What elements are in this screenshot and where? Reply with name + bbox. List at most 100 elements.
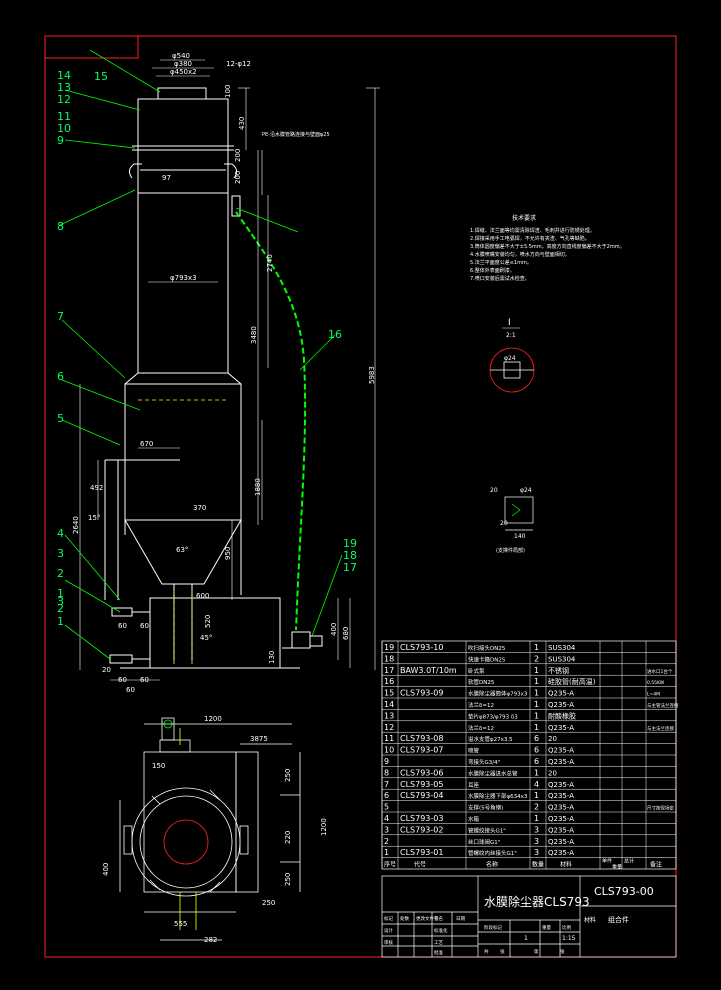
part-no: 11 bbox=[57, 110, 71, 123]
parts-cell-qty: 1 bbox=[534, 643, 539, 652]
part-no: 19 bbox=[343, 537, 357, 550]
parts-cell-material: Q235-A bbox=[548, 849, 574, 857]
bracket-dim: 140 bbox=[514, 533, 526, 540]
title-block-text: 水膜除尘器CLS793 CLS793-00 组合件 材料 1:15 1 bbox=[484, 885, 654, 942]
parts-cell-code: CLS793-09 bbox=[400, 689, 443, 698]
part-numbers-right: 15 16 19 18 17 bbox=[94, 70, 357, 574]
grid-label: 处数 bbox=[400, 915, 409, 922]
parts-cell-material: Q235-A bbox=[548, 747, 574, 755]
parts-cell-note: 尺寸按现场定 bbox=[647, 805, 674, 812]
grid-label: 标准化 bbox=[434, 927, 448, 934]
parts-cell-name: 水箱 bbox=[468, 815, 480, 823]
parts-cell-no: 10 bbox=[384, 746, 394, 755]
parts-cell-code: CLS793-07 bbox=[400, 746, 443, 755]
parts-cell-name: 支撑(5号角钢) bbox=[468, 804, 503, 812]
parts-cell-no: 18 bbox=[384, 654, 394, 663]
tech-line: 4.水膜喷嘴安装均匀，喷水方向与壁面相切。 bbox=[470, 251, 570, 258]
dim-label: 1880 bbox=[254, 478, 262, 496]
parts-cell-note: 0.55KW bbox=[647, 680, 665, 686]
plan-dim: 282 bbox=[204, 936, 217, 944]
detail-label: I bbox=[508, 318, 511, 328]
parts-cell-no: 19 bbox=[384, 643, 394, 652]
parts-cell-note: 与主管法兰连接 bbox=[647, 702, 679, 709]
parts-cell-no: 5 bbox=[384, 803, 389, 812]
part-no: 17 bbox=[343, 561, 357, 574]
parts-cell-name: 溢水支管φ27x3.5 bbox=[468, 735, 513, 743]
parts-cell-name: 管螺纹接头G1" bbox=[468, 826, 506, 834]
plan-dim: 555 bbox=[174, 920, 187, 928]
part-no: 6 bbox=[57, 370, 64, 383]
dim-label: φ793x3 bbox=[170, 274, 197, 282]
parts-cell-qty: 1 bbox=[534, 666, 539, 675]
parts-cell-qty: 2 bbox=[534, 654, 539, 663]
parts-cell-name: 管螺纹内丝接头G1" bbox=[468, 849, 517, 857]
vertical-dimensions: 100 430 200 200 2740 3480 5983 1880 2640… bbox=[72, 85, 376, 664]
plan-dim: 400 bbox=[102, 863, 110, 876]
tech-line: 2.焊接采用手工电弧焊，不允许有夹渣、气孔等缺陷。 bbox=[470, 235, 590, 242]
parts-cell-qty: 3 bbox=[534, 825, 539, 834]
parts-cell-no: 3 bbox=[384, 825, 389, 834]
parts-cell-no: 17 bbox=[384, 666, 394, 675]
inline-dimensions: φ793x3 63° 45° 670 370 492 15° bbox=[88, 274, 212, 642]
part-numbers-left: 14 13 12 11 10 9 8 7 6 5 4 3 2 1 3 2 1 bbox=[57, 69, 71, 628]
drawing-number: CLS793-00 bbox=[594, 885, 654, 898]
parts-cell-material: 不锈钢 bbox=[548, 666, 569, 675]
part-no: 18 bbox=[343, 549, 357, 562]
pipe-note: PE-沿水膜管路连接与壁面φ25 bbox=[262, 131, 330, 138]
bracket-dim: 20 bbox=[490, 487, 498, 494]
parts-cell-material: Q235-A bbox=[548, 815, 574, 823]
dim-label: 370 bbox=[193, 504, 206, 512]
parts-cell-material: Q235-A bbox=[548, 724, 574, 732]
parts-cell-qty: 1 bbox=[534, 711, 539, 720]
dim-label: 5983 bbox=[368, 366, 376, 384]
part-no: 1 bbox=[57, 615, 64, 628]
parts-header-name: 名称 bbox=[486, 861, 498, 869]
part-no: 15 bbox=[94, 70, 108, 83]
dim-label: 520 bbox=[204, 615, 212, 628]
parts-cell-qty: 1 bbox=[534, 700, 539, 709]
dim-label: 60 bbox=[126, 686, 135, 694]
parts-cell-material: 20 bbox=[548, 735, 557, 743]
grid-label: 比例 bbox=[562, 924, 571, 931]
part-no: 7 bbox=[57, 310, 64, 323]
parts-cell-material: Q235-A bbox=[548, 804, 574, 812]
grid-label: 设计 bbox=[384, 927, 393, 934]
part-no: 14 bbox=[57, 69, 71, 82]
part-no: 1 bbox=[57, 587, 64, 600]
parts-cell-no: 9 bbox=[384, 757, 389, 766]
bracket-dim: φ24 bbox=[520, 487, 532, 494]
parts-cell-name: 耳座 bbox=[468, 781, 480, 789]
parts-cell-name: 水膜除尘器筒体φ793x3 bbox=[468, 690, 528, 698]
parts-header-material: 材料 bbox=[560, 861, 572, 869]
sheet: 1 bbox=[524, 935, 528, 942]
tech-title: 技术要求 bbox=[512, 214, 536, 222]
parts-cell-name: 软管DN25 bbox=[468, 678, 495, 686]
parts-cell-material: SUS304 bbox=[548, 644, 576, 652]
parts-cell-qty: 1 bbox=[534, 768, 539, 777]
hose-line bbox=[235, 211, 307, 631]
grid-label: 签名 bbox=[434, 915, 443, 922]
tech-line: 5.法兰平面度公差≤1mm。 bbox=[470, 259, 532, 266]
parts-cell-qty: 6 bbox=[534, 734, 539, 743]
parts-cell-no: 7 bbox=[384, 780, 389, 789]
parts-cell-code: CLS793-10 bbox=[400, 643, 443, 652]
tech-line: 7.喷口安装后需试水检查。 bbox=[470, 275, 530, 282]
parts-cell-material: 硅胶管(耐高温) bbox=[548, 677, 596, 686]
part-no: 10 bbox=[57, 122, 71, 135]
detail-dim: φ24 bbox=[504, 355, 516, 362]
plan-dimensions: 1200 3875 150 250 1200 220 250 250 400 5… bbox=[102, 715, 328, 944]
parts-cell-material: Q235-A bbox=[548, 701, 574, 709]
parts-cell-name: 快速卡箍DN25 bbox=[468, 655, 506, 663]
parts-cell-qty: 1 bbox=[534, 791, 539, 800]
plan-dim: 3875 bbox=[250, 735, 268, 743]
dim-label: φ380 bbox=[174, 60, 192, 68]
dim-label: 63° bbox=[176, 546, 188, 554]
parts-cell-name: 卧式泵 bbox=[468, 667, 485, 675]
parts-cell-no: 1 bbox=[384, 848, 389, 857]
parts-cell-material: Q235-A bbox=[548, 781, 574, 789]
plan-dim: 250 bbox=[284, 769, 292, 782]
tech-line: 6.整体外表面刷漆。 bbox=[470, 267, 515, 274]
grid-label: 标记 bbox=[384, 915, 393, 922]
